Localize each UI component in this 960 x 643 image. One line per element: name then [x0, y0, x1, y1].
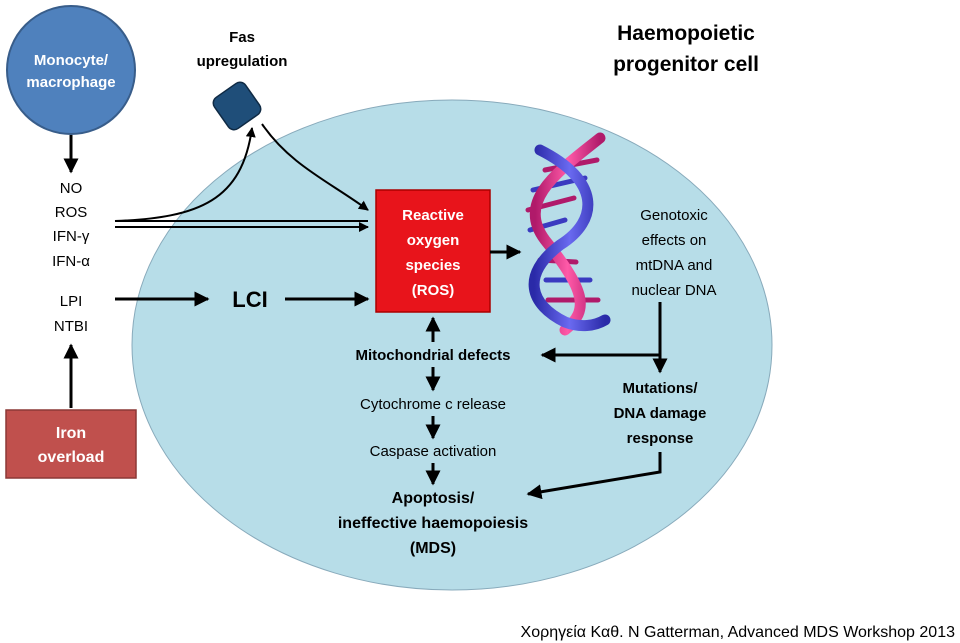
- genotoxic-line2: effects on: [642, 232, 707, 249]
- iron-overload-label-line2: overload: [38, 449, 105, 466]
- apoptosis-line2: ineffective haemopoiesis: [338, 515, 528, 532]
- ros-box-line3: species: [405, 257, 460, 274]
- mutations-line1: Mutations/: [623, 380, 699, 397]
- mediator-ntbi: NTBI: [54, 318, 88, 335]
- iron-overload-label-line1: Iron: [56, 425, 86, 442]
- cell-title-line2: progenitor cell: [613, 53, 759, 76]
- ros-box-line2: oxygen: [407, 232, 460, 249]
- monocyte-label-line1: Monocyte/: [34, 52, 109, 69]
- mediator-ros: ROS: [55, 204, 88, 221]
- cytochrome-label: Cytochrome c release: [360, 396, 506, 413]
- mediator-ifn-gamma: IFN-γ: [53, 228, 90, 245]
- fas-label-line2: upregulation: [197, 53, 288, 70]
- genotoxic-line1: Genotoxic: [640, 207, 708, 224]
- cell-title-line1: Haemopoietic: [617, 22, 755, 45]
- mutations-line3: response: [627, 430, 694, 447]
- ros-box-node: [375, 189, 491, 313]
- apoptosis-line1: Apoptosis/: [392, 490, 475, 507]
- mutations-line2: DNA damage: [614, 405, 707, 422]
- credit-footer: Χορηγεία Καθ. N Gatterman, Advanced MDS …: [521, 624, 956, 641]
- genotoxic-line4: nuclear DNA: [631, 282, 716, 299]
- mito-defects-label: Mitochondrial defects: [355, 347, 510, 364]
- iron-overload-node: [5, 409, 137, 479]
- arrow-mutations-to-apoptosis: [526, 452, 662, 500]
- ros-box-line1: Reactive: [402, 207, 464, 224]
- caspase-label: Caspase activation: [370, 443, 497, 460]
- mediator-ifn-alpha: IFN-α: [52, 253, 90, 270]
- genotoxic-line3: mtDNA and: [636, 257, 713, 274]
- mediator-lpi: LPI: [60, 293, 83, 310]
- ros-box-line4: (ROS): [412, 282, 455, 299]
- monocyte-label-line2: macrophage: [26, 74, 115, 91]
- dna-helix-illustration: [525, 132, 611, 336]
- fas-label-line1: Fas: [229, 29, 255, 46]
- fas-receptor-node: [212, 81, 262, 131]
- apoptosis-line3: (MDS): [410, 540, 456, 557]
- monocyte-node: [6, 5, 136, 135]
- progenitor-cell: [131, 99, 773, 591]
- lci-label: LCI: [232, 287, 267, 312]
- arrow-fas-to-ros: [261, 123, 369, 211]
- mediator-no: NO: [60, 180, 83, 197]
- arrow-mediators-to-fas: [114, 127, 256, 222]
